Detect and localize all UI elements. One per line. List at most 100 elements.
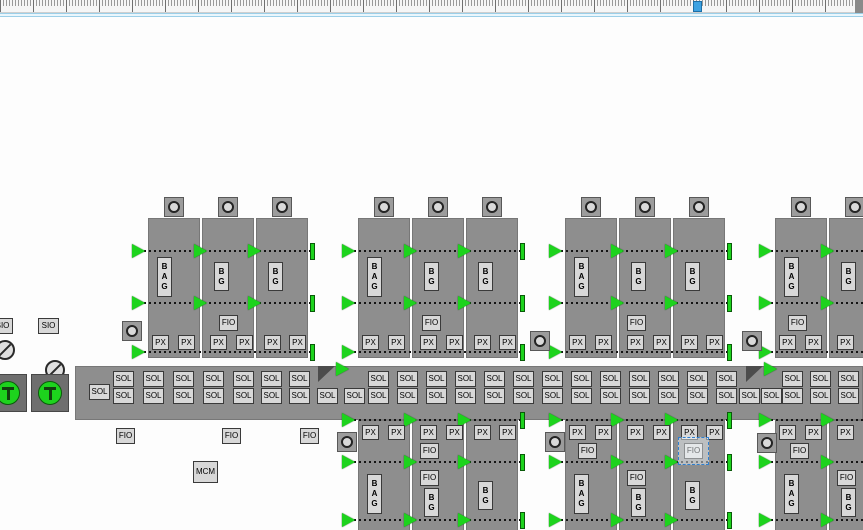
conveyor-stop-icon[interactable]: [520, 412, 525, 429]
conveyor-stop-icon[interactable]: [727, 243, 732, 260]
conveyor-line[interactable]: [344, 351, 520, 353]
sol-valve-box[interactable]: SOL: [484, 371, 505, 387]
flow-arrow-icon[interactable]: [132, 345, 145, 359]
px-sensor-box[interactable]: PX: [681, 335, 698, 350]
fio-module-box[interactable]: FIO: [422, 315, 441, 331]
conveyor-line[interactable]: [344, 250, 520, 252]
sol-valve-box[interactable]: SOL: [113, 371, 134, 387]
sol-valve-box[interactable]: SOL: [513, 371, 534, 387]
px-sensor-box[interactable]: PX: [627, 425, 644, 440]
sol-valve-box[interactable]: SOL: [600, 371, 621, 387]
flow-arrow-icon[interactable]: [336, 362, 349, 376]
px-sensor-box[interactable]: PX: [236, 335, 253, 350]
motor-circle-icon[interactable]: [635, 197, 655, 217]
conveyor-line[interactable]: [551, 351, 727, 353]
conveyor-line[interactable]: [344, 419, 520, 421]
sol-valve-box[interactable]: SOL: [739, 388, 760, 404]
sol-valve-box[interactable]: SOL: [143, 388, 164, 404]
motor-circle-icon[interactable]: [742, 331, 762, 351]
conveyor-stop-icon[interactable]: [310, 295, 315, 312]
flow-arrow-icon[interactable]: [821, 296, 834, 310]
conveyor-stop-icon[interactable]: [727, 512, 732, 529]
fio-module-box[interactable]: FIO: [116, 428, 135, 444]
conveyor-stop-icon[interactable]: [727, 454, 732, 471]
flow-arrow-icon[interactable]: [665, 513, 678, 527]
sol-valve-box[interactable]: SOL: [761, 388, 782, 404]
flow-arrow-icon[interactable]: [665, 296, 678, 310]
sol-valve-box[interactable]: SOL: [143, 371, 164, 387]
flow-arrow-icon[interactable]: [458, 513, 471, 527]
sol-valve-box[interactable]: SOL: [687, 388, 708, 404]
sol-valve-box[interactable]: SOL: [542, 388, 563, 404]
conveyor-line[interactable]: [761, 351, 863, 353]
sol-valve-box[interactable]: SOL: [426, 371, 447, 387]
px-sensor-box[interactable]: PX: [569, 335, 586, 350]
flow-arrow-icon[interactable]: [821, 513, 834, 527]
flow-arrow-icon[interactable]: [342, 455, 355, 469]
flow-arrow-icon[interactable]: [404, 455, 417, 469]
px-sensor-box[interactable]: PX: [779, 425, 796, 440]
sol-valve-box[interactable]: SOL: [173, 371, 194, 387]
flow-arrow-icon[interactable]: [342, 413, 355, 427]
bag-station-box[interactable]: BG: [478, 481, 493, 510]
motor-circle-icon[interactable]: [164, 197, 184, 217]
conveyor-line[interactable]: [761, 302, 863, 304]
px-sensor-box[interactable]: PX: [420, 335, 437, 350]
flow-arrow-icon[interactable]: [404, 244, 417, 258]
sol-valve-box[interactable]: SOL: [397, 388, 418, 404]
fio-module-box[interactable]: FIO: [219, 315, 238, 331]
sol-valve-box[interactable]: SOL: [810, 388, 831, 404]
fio-module-box[interactable]: FIO: [790, 443, 809, 459]
sol-valve-box[interactable]: SOL: [261, 371, 282, 387]
flow-arrow-icon[interactable]: [665, 244, 678, 258]
px-sensor-box[interactable]: PX: [706, 335, 723, 350]
flow-arrow-icon[interactable]: [342, 345, 355, 359]
px-sensor-box[interactable]: PX: [805, 425, 822, 440]
sol-valve-box[interactable]: SOL: [658, 371, 679, 387]
flow-arrow-icon[interactable]: [611, 413, 624, 427]
motor-circle-icon[interactable]: [272, 197, 292, 217]
motor-circle-icon[interactable]: [689, 197, 709, 217]
conveyor-line[interactable]: [134, 351, 310, 353]
sol-valve-box[interactable]: SOL: [838, 388, 859, 404]
px-sensor-box[interactable]: PX: [595, 335, 612, 350]
ruler-position-marker[interactable]: [693, 1, 702, 12]
flow-arrow-icon[interactable]: [821, 413, 834, 427]
mcm-module-box[interactable]: MCM: [193, 461, 218, 483]
sol-valve-box[interactable]: SOL: [658, 388, 679, 404]
sol-valve-box[interactable]: SOL: [542, 371, 563, 387]
motor-circle-icon[interactable]: [791, 197, 811, 217]
sio-module-box[interactable]: SIO: [38, 318, 59, 334]
px-sensor-box[interactable]: PX: [152, 335, 169, 350]
sol-valve-box[interactable]: SOL: [629, 371, 650, 387]
flow-arrow-icon[interactable]: [404, 296, 417, 310]
fio-module-box[interactable]: FIO: [420, 470, 439, 486]
sol-valve-box[interactable]: SOL: [571, 388, 592, 404]
px-sensor-box[interactable]: PX: [653, 335, 670, 350]
px-sensor-box[interactable]: PX: [388, 425, 405, 440]
flow-arrow-icon[interactable]: [611, 244, 624, 258]
flow-arrow-icon[interactable]: [132, 296, 145, 310]
px-sensor-box[interactable]: PX: [837, 335, 854, 350]
sol-valve-box[interactable]: SOL: [113, 388, 134, 404]
crossed-circle-icon[interactable]: [0, 340, 15, 360]
bag-station-box[interactable]: BAG: [784, 257, 799, 297]
flow-arrow-icon[interactable]: [549, 455, 562, 469]
flow-arrow-icon[interactable]: [404, 513, 417, 527]
sol-valve-box[interactable]: SOL: [455, 388, 476, 404]
px-sensor-box[interactable]: PX: [446, 335, 463, 350]
bag-station-box[interactable]: BG: [841, 262, 856, 291]
sol-valve-box[interactable]: SOL: [484, 388, 505, 404]
flow-arrow-icon[interactable]: [611, 513, 624, 527]
flow-arrow-icon[interactable]: [759, 513, 772, 527]
sol-valve-box[interactable]: SOL: [629, 388, 650, 404]
conveyor-line[interactable]: [551, 419, 727, 421]
sol-valve-box[interactable]: SOL: [368, 371, 389, 387]
px-sensor-box[interactable]: PX: [362, 425, 379, 440]
flow-arrow-icon[interactable]: [458, 455, 471, 469]
conveyor-stop-icon[interactable]: [520, 243, 525, 260]
sol-valve-box[interactable]: SOL: [289, 371, 310, 387]
motor-circle-icon[interactable]: [482, 197, 502, 217]
flow-arrow-icon[interactable]: [248, 296, 261, 310]
conveyor-stop-icon[interactable]: [520, 344, 525, 361]
